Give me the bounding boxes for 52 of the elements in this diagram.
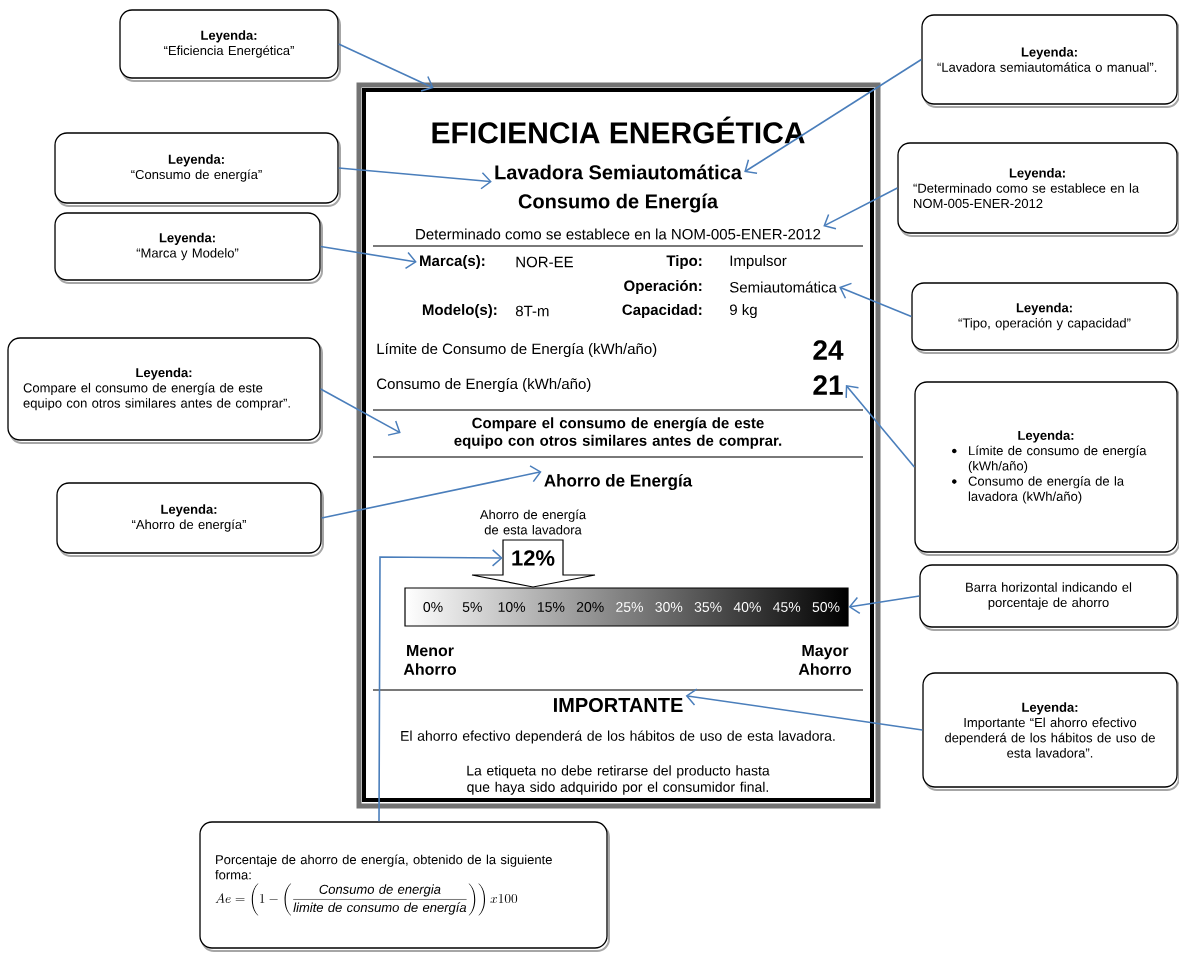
callout-box: Leyenda: Compare el consumo de energía de este equipo con otros similares antes de comprar”. [7, 337, 323, 444]
label-frame [356, 82, 881, 809]
field-value: 9 kg [730, 304, 757, 318]
subtitle: Consumo de Energía [518, 193, 719, 213]
callout-box: Leyenda: Importante “El ahorro efectivo dependerá de los hábitos de uso de esta lavadora”. [922, 672, 1179, 791]
field-label: Tipo: [666, 255, 702, 269]
callout-box: Leyenda: “Consumo de energía” [54, 132, 341, 207]
section-heading: IMPORTANTE [554, 697, 683, 713]
callout-box: Leyenda: “Lavadora semiautomática o manual”. [921, 14, 1179, 108]
field-label: Marca(s): [420, 255, 485, 269]
arrow [320, 465, 542, 519]
arrow [685, 688, 924, 731]
arrow [337, 167, 492, 190]
field-value: 8T-m [515, 305, 549, 317]
caption-text: Ahorro de energía de esta lavadora [479, 509, 587, 535]
scale-end-label: Menor Ahorro [403, 645, 457, 675]
arrow [378, 549, 503, 823]
arrow [319, 388, 401, 436]
arrow [823, 187, 899, 230]
title: EFICIENCIA ENERGÉTICA [432, 116, 805, 144]
section-heading: Ahorro de Energía [544, 473, 693, 491]
consumption-value: 21 [813, 375, 843, 395]
callout-box: Leyenda: “Ahorro de energía” [56, 482, 324, 557]
subtitle: Lavadora Semiautomática [495, 164, 743, 180]
callout-box: Barra horizontal indicando el porcentaje de ahorro [919, 564, 1179, 631]
scale-end-label: Mayor Ahorro [798, 645, 852, 675]
callout-box: Leyenda: Límite de consumo de energía (kWh/año) Consumo de energía de la lavadora (kWh/año) [914, 381, 1179, 556]
arrow [319, 245, 417, 270]
standard-note: Determinado como se establece en la NOM-005-ENER-2012 [416, 228, 821, 240]
arrow [744, 58, 923, 175]
field-value: Impulsor [730, 255, 787, 269]
field-label: Capacidad: [622, 304, 702, 318]
arrow [848, 595, 921, 615]
field-label: Modelo(s): [422, 304, 497, 318]
consumption-value: 24 [813, 340, 844, 360]
notice-text: El ahorro efectivo dependerá de los hábitos de uso de esta lavadora. [401, 730, 835, 744]
callout-box: Leyenda: “Determinado como se establece en la NOM-005-ENER-2012 [897, 142, 1179, 237]
field-label: Operación: [624, 279, 702, 295]
field-label: Consumo de Energía (kWh/año) [377, 377, 591, 393]
callout-box: Leyenda: “Tipo, operación y capacidad” [911, 282, 1179, 354]
notice-text: Compare el consumo de energía de este equipo con otros similares antes de comprar. [454, 417, 782, 449]
savings-scale-bar: 0% 5% 10% 15% 20% 25% 30% 35% 40% 45% 50% [404, 587, 849, 627]
arrow [845, 385, 916, 468]
notice-text: La etiqueta no debe retirarse del producto hasta que haya sido adquirido por el consumidor final. [467, 765, 770, 795]
callout-box: Porcentaje de ahorro de energía, obtenido de la siguiente forma: $Ae=\left(1-\left(\frac{\textit{Consumo de energia}}{\textit{limite de consumo de energía}}\right)\right)x100$ [199, 821, 610, 952]
arrow [839, 282, 913, 318]
callout-box: Leyenda: “Eficiencia Energética” [119, 9, 341, 82]
field-value: NOR-EE [516, 256, 573, 268]
field-value: Semiautomática [729, 281, 837, 293]
callout-box: Leyenda: “Marca y Modelo” [54, 212, 323, 284]
field-label: Límite de Consumo de Energía (kWh/año) [377, 342, 657, 358]
arrow [337, 43, 434, 92]
